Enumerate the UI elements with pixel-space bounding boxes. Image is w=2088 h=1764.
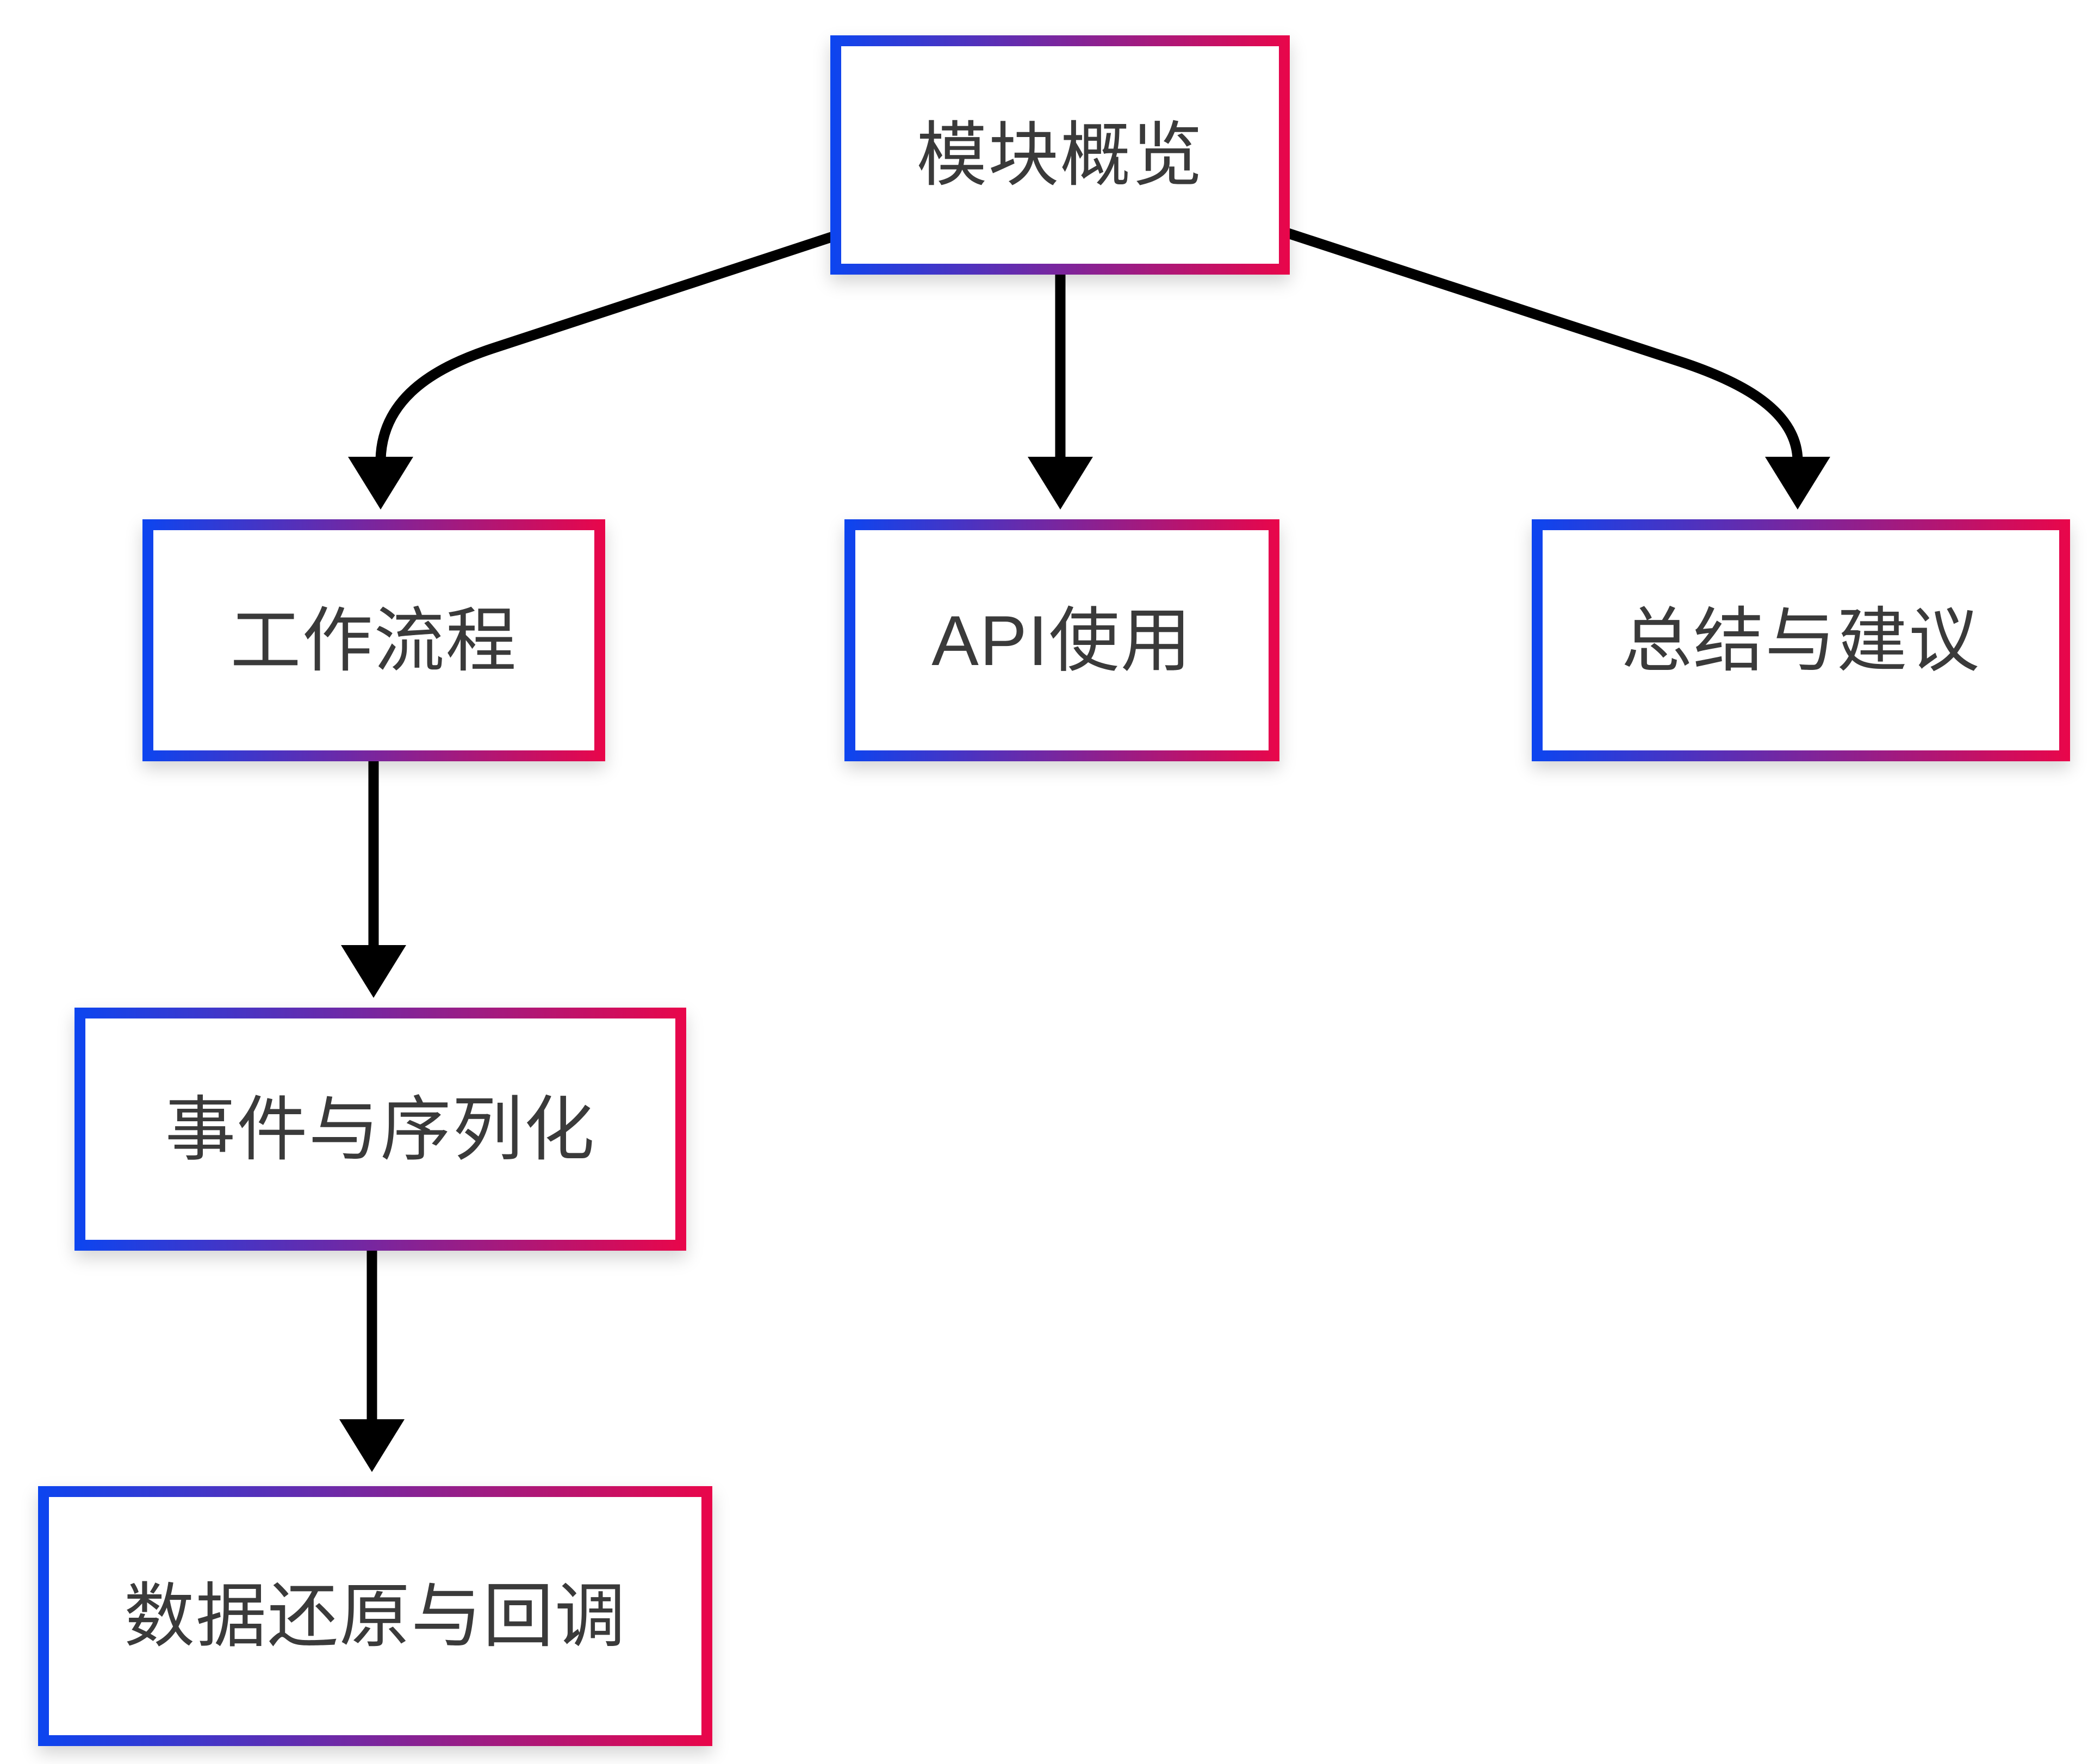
arrowhead-workflow-events <box>341 945 406 998</box>
edge-overview-summary <box>1285 227 1803 460</box>
node-module-overview: 模块概览 <box>830 35 1290 275</box>
node-summary-suggestions: 总结与建议 <box>1532 519 2070 761</box>
node-workflow-label: 工作流程 <box>230 600 518 680</box>
node-summary-suggestions-label: 总结与建议 <box>1621 600 1980 680</box>
node-data-restore-callbacks: 数据还原与回调 <box>38 1486 712 1746</box>
node-data-restore-callbacks-label: 数据还原与回调 <box>123 1576 626 1656</box>
node-api-usage: API使用 <box>844 519 1279 761</box>
edge-overview-workflow <box>375 231 835 460</box>
arrowhead-overview-workflow <box>348 457 413 510</box>
arrowhead-events-restore <box>339 1419 405 1472</box>
node-events-serialization-label: 事件与序列化 <box>165 1089 596 1169</box>
arrowhead-overview-api <box>1028 457 1093 510</box>
node-events-serialization: 事件与序列化 <box>74 1008 686 1251</box>
node-workflow: 工作流程 <box>142 519 605 761</box>
node-api-usage-label: API使用 <box>931 600 1192 680</box>
node-module-overview-label: 模块概览 <box>916 115 1204 195</box>
arrowhead-overview-summary <box>1765 457 1830 510</box>
